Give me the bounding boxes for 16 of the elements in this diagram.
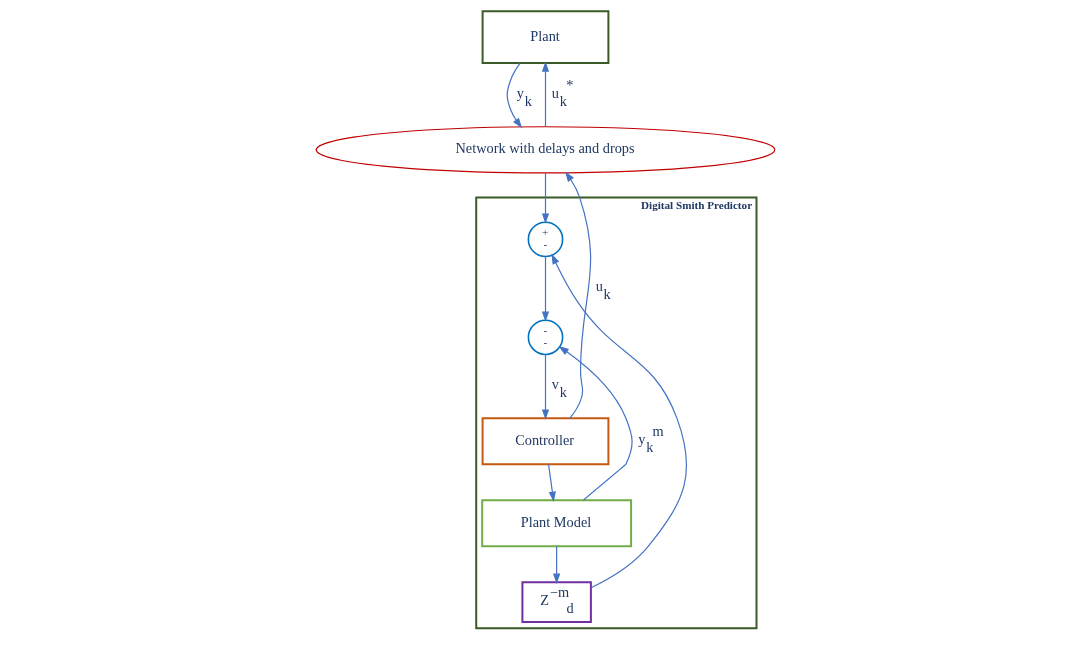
arrow [558, 346, 633, 501]
node-box: Plant [481, 10, 610, 65]
arrow [547, 463, 556, 502]
node-ellipse: Network with delays and drops [315, 126, 776, 174]
node-box: Plant Model [481, 499, 633, 548]
arrow [541, 353, 550, 420]
node-box: Controller [481, 417, 610, 466]
arrow [565, 171, 592, 419]
arrow [553, 545, 561, 584]
arrow [541, 172, 550, 224]
node-circle: + - [527, 221, 564, 258]
arrow [541, 255, 550, 322]
arrow [541, 61, 550, 128]
node-circle: - - [527, 319, 564, 356]
arrow [551, 253, 688, 589]
arrow [506, 62, 523, 129]
